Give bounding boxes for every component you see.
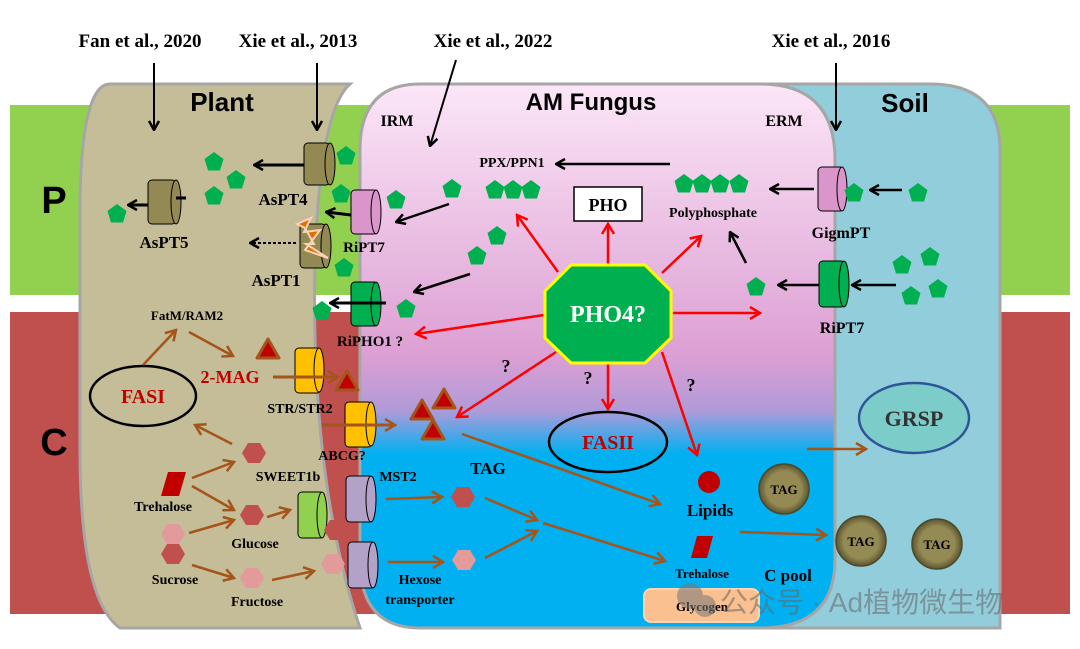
question-mark: ? bbox=[687, 375, 696, 395]
plant-title: Plant bbox=[190, 87, 254, 117]
arrow bbox=[326, 212, 352, 215]
question-mark: ? bbox=[502, 356, 511, 376]
svg-text:TAG: TAG bbox=[923, 537, 950, 552]
fasi-label: FASI bbox=[121, 386, 165, 408]
transporter-ript7-erm bbox=[818, 260, 850, 308]
arrow bbox=[730, 232, 748, 264]
question-mark: ? bbox=[584, 368, 593, 388]
trehalose-plant-label: Trehalose bbox=[134, 500, 192, 515]
ript7-irm-label: RiPT7 bbox=[343, 240, 385, 256]
pho4-regulation-arrows bbox=[416, 215, 760, 455]
phosphorus-label: P bbox=[41, 180, 66, 222]
glucose-label: Glucose bbox=[231, 537, 278, 552]
ripho1-label: RiPHO1 ? bbox=[337, 334, 403, 350]
pho-box bbox=[573, 186, 643, 222]
pho4-label: PHO4? bbox=[570, 302, 646, 328]
arrow bbox=[191, 484, 234, 510]
trehalose-fungus-label: Trehalose bbox=[675, 566, 729, 581]
mst2-label: MST2 bbox=[379, 470, 416, 485]
tag-bubble: TAG bbox=[758, 463, 810, 515]
arrow bbox=[385, 497, 442, 499]
c-pool-label: C pool bbox=[764, 566, 812, 585]
transporter-ript7-irm bbox=[350, 189, 382, 235]
arrow bbox=[414, 272, 471, 292]
arrow bbox=[191, 462, 234, 480]
soil-title: Soil bbox=[881, 88, 929, 118]
arrow bbox=[142, 330, 176, 366]
ppx-ppn1-label: PPX/PPN1 bbox=[479, 156, 544, 171]
reference-fan-2020: Fan et al., 2020 bbox=[79, 31, 202, 52]
fasi-ellipse bbox=[88, 364, 198, 428]
fasii-label: FASII bbox=[582, 432, 634, 454]
grsp-ellipse bbox=[857, 381, 971, 455]
aspt4-label: AsPT4 bbox=[258, 190, 308, 209]
sucrose-label: Sucrose bbox=[152, 573, 198, 588]
transporter-aspt4 bbox=[303, 142, 336, 186]
arrow bbox=[191, 563, 234, 578]
2-mag-label: 2-MAG bbox=[201, 367, 260, 387]
str-str2-label: STR/STR2 bbox=[267, 402, 332, 417]
ript7-erm-label: RiPT7 bbox=[820, 320, 864, 337]
fasii-ellipse bbox=[547, 410, 669, 474]
transporter-ripho1 bbox=[345, 281, 386, 327]
grsp-label: GRSP bbox=[885, 406, 944, 431]
arrow bbox=[396, 202, 450, 222]
carbon-label: C bbox=[40, 422, 67, 464]
pho-label: PHO bbox=[589, 195, 628, 215]
arrow bbox=[188, 330, 233, 356]
tag-bubble: TAG bbox=[835, 515, 887, 567]
arrow bbox=[461, 432, 660, 504]
polyphosphate-label: Polyphosphate bbox=[669, 206, 757, 221]
reference-xie-2022: Xie et al., 2022 bbox=[434, 31, 553, 52]
gigmpt-label: GigmPT bbox=[812, 225, 871, 242]
hexose-transporter-label: transporter bbox=[385, 593, 454, 608]
transporter-mst2 bbox=[345, 475, 377, 523]
watermark-text: 公众号 · Ad植物微生物 bbox=[720, 587, 1003, 618]
hexose-transporter-label: Hexose bbox=[399, 573, 442, 588]
tag-label: TAG bbox=[470, 459, 506, 478]
svg-text:TAG: TAG bbox=[770, 482, 797, 497]
svg-text:TAG: TAG bbox=[847, 534, 874, 549]
transporter-str bbox=[294, 347, 325, 394]
tag-bubble: TAG bbox=[911, 518, 963, 570]
irm-label: IRM bbox=[381, 113, 414, 130]
aspt5-label: AsPT5 bbox=[139, 233, 188, 252]
arrow bbox=[739, 532, 826, 535]
trehalose-icon bbox=[161, 472, 186, 496]
arrow bbox=[484, 531, 537, 560]
lipid-droplet-icon bbox=[698, 471, 720, 493]
lipids-label: Lipids bbox=[687, 501, 734, 520]
arrow bbox=[484, 496, 537, 520]
transporter-gigmpt bbox=[817, 166, 848, 212]
reference-xie-2013: Xie et al., 2013 bbox=[239, 31, 358, 52]
transporter-aspt5 bbox=[147, 179, 186, 225]
sweet1b-label: SWEET1b bbox=[256, 470, 321, 485]
abcg-label: ABCG? bbox=[318, 449, 365, 464]
fungus-title: AM Fungus bbox=[526, 89, 657, 116]
lightning-inhibition-icon bbox=[294, 216, 329, 259]
pho4-regulator bbox=[543, 263, 673, 365]
arrow bbox=[195, 425, 233, 446]
fructose-label: Fructose bbox=[231, 595, 283, 610]
arrow bbox=[188, 520, 234, 535]
trehalose-icon bbox=[691, 536, 713, 558]
erm-label: ERM bbox=[765, 113, 802, 130]
transporter-aspt1 bbox=[299, 223, 332, 269]
reference-arrow bbox=[430, 59, 457, 146]
reference-xie-2016: Xie et al., 2016 bbox=[772, 31, 891, 52]
arrow bbox=[266, 510, 290, 517]
aspt1-label: AsPT1 bbox=[251, 271, 300, 290]
transporter-sweet1b bbox=[297, 491, 328, 539]
watermark: 公众号 · Ad植物微生物 bbox=[677, 583, 1003, 618]
arrow bbox=[542, 521, 665, 561]
arrow bbox=[271, 571, 314, 582]
transporter-hexose bbox=[347, 541, 379, 589]
fatm-ram2-label: FatM/RAM2 bbox=[151, 308, 223, 323]
